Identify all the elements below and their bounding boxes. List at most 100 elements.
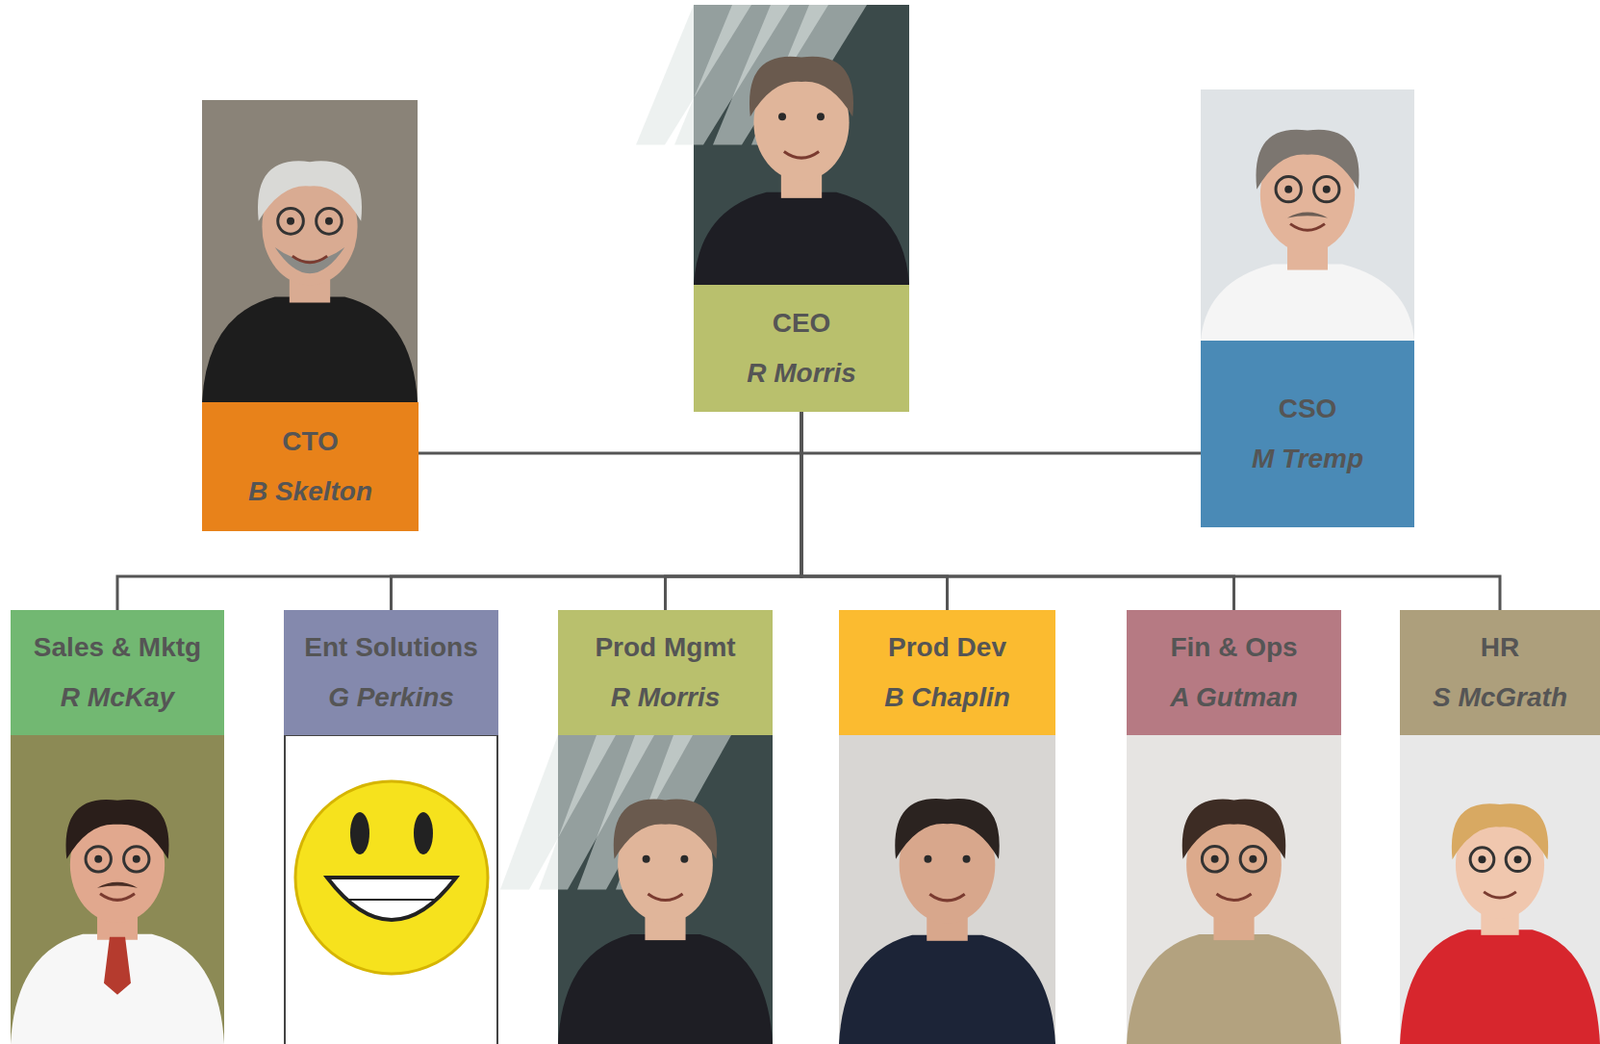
portrait-photo (1200, 89, 1415, 341)
portrait-photo (838, 735, 1056, 1044)
photo-eye (778, 112, 787, 121)
portrait-photo (500, 735, 773, 1044)
person-name: M Tremp (1251, 443, 1364, 475)
photo-glasses (1505, 847, 1530, 872)
photo-glasses (1314, 176, 1340, 202)
smiley-teeth (346, 898, 437, 901)
photo-eye (816, 112, 825, 121)
photo-eye (94, 855, 102, 864)
smiley-face (295, 781, 488, 974)
photo-tie (103, 937, 131, 995)
photo-shirt (1399, 929, 1600, 1044)
person-name: R Morris (610, 682, 721, 713)
photo-glasses (278, 208, 305, 235)
photo-eye (1322, 185, 1331, 194)
photo-smile (100, 893, 135, 901)
photo-ground (838, 735, 1056, 1044)
photo-beard (275, 247, 346, 274)
role-title: HR (1480, 632, 1520, 663)
photo-hair (749, 56, 854, 117)
smiley-eye (350, 812, 370, 855)
photo-eye (1211, 855, 1220, 864)
photo-glasses (1275, 176, 1301, 202)
photo-eye (286, 217, 295, 226)
reporting-line (801, 411, 1201, 454)
photo-eye (1284, 185, 1293, 194)
photo-ground (202, 100, 418, 403)
reporting-line (418, 411, 802, 454)
reporting-line (801, 411, 1235, 610)
photo-eye (680, 855, 688, 864)
smiley-eye (413, 812, 433, 855)
photo-hair (257, 160, 362, 221)
photo-eye (963, 855, 971, 864)
org-box: CTOB Skelton (202, 402, 419, 532)
photo-eye (1514, 855, 1523, 864)
org-box: Sales & Mktg R McKay (10, 609, 225, 736)
photo-shirt (202, 296, 418, 403)
person-name: A Gutman (1169, 682, 1298, 713)
photo-moustache (97, 882, 138, 889)
role-title: CSO (1278, 393, 1338, 425)
photo-eye (1477, 855, 1486, 864)
reporting-line (391, 411, 803, 610)
photo-shirt (838, 935, 1056, 1044)
org-box: Prod Dev B Chaplin (838, 609, 1056, 736)
photo-glasses (124, 846, 150, 872)
org-box: Ent SolutionsG Perkins (283, 609, 499, 736)
photo-ground (1126, 735, 1342, 1044)
reporting-line (801, 411, 948, 610)
person-name: S McGrath (1432, 682, 1568, 713)
role-title: CTO (281, 426, 339, 458)
portrait-photo (635, 4, 910, 285)
photo-smile (1216, 893, 1251, 901)
photo-hair (65, 799, 169, 860)
person-name: B Chaplin (884, 682, 1011, 713)
photo-eye (1248, 855, 1257, 864)
photo-ground (1200, 89, 1415, 341)
reporting-line (665, 411, 803, 610)
photo-smile (292, 255, 328, 263)
photo-smile (929, 893, 965, 901)
photo-shirt (1200, 264, 1415, 341)
portrait-photo (1399, 735, 1600, 1044)
portrait-photo (10, 735, 225, 1044)
photo-eye (132, 855, 141, 864)
photo-shirt (558, 934, 773, 1044)
photo-shirt (693, 192, 910, 285)
photo-hair (1182, 799, 1287, 860)
photo-glasses (1240, 846, 1266, 872)
role-title: Prod Mgmt (594, 632, 736, 663)
smiley-picture (284, 735, 498, 1044)
photo-ground (1399, 735, 1600, 1044)
photo-smile (784, 151, 819, 158)
role-title: Ent Solutions (304, 632, 478, 663)
org-box: CEOR Morris (693, 284, 910, 412)
photo-eye (325, 217, 333, 226)
photo-shirt (1126, 934, 1342, 1044)
photo-hair (1255, 129, 1359, 190)
photo-hair (1451, 803, 1549, 860)
org-box: HR S McGrath (1399, 609, 1600, 736)
photo-smile (647, 893, 683, 901)
photo-shirt (10, 934, 225, 1044)
portrait-photo (202, 100, 418, 403)
photo-smile (1483, 891, 1517, 898)
portrait-photo (1126, 735, 1342, 1044)
photo-ground (10, 735, 225, 1044)
photo-moustache (1287, 212, 1328, 219)
role-title: Fin & Ops (1169, 632, 1297, 663)
photo-glasses (1470, 847, 1495, 872)
role-title: Sales & Mktg (33, 632, 202, 663)
person-name: R Morris (746, 357, 857, 389)
role-title: Prod Dev (888, 632, 1007, 663)
photo-glasses (85, 846, 111, 872)
photo-eye (923, 855, 932, 864)
picture-frame (284, 735, 498, 1044)
photo-hair (613, 799, 718, 860)
photo-glasses (1201, 846, 1227, 872)
smiley-mouth (327, 877, 457, 920)
photo-eye (642, 855, 651, 864)
person-name: R McKay (60, 682, 175, 713)
photo-glasses (316, 208, 343, 235)
